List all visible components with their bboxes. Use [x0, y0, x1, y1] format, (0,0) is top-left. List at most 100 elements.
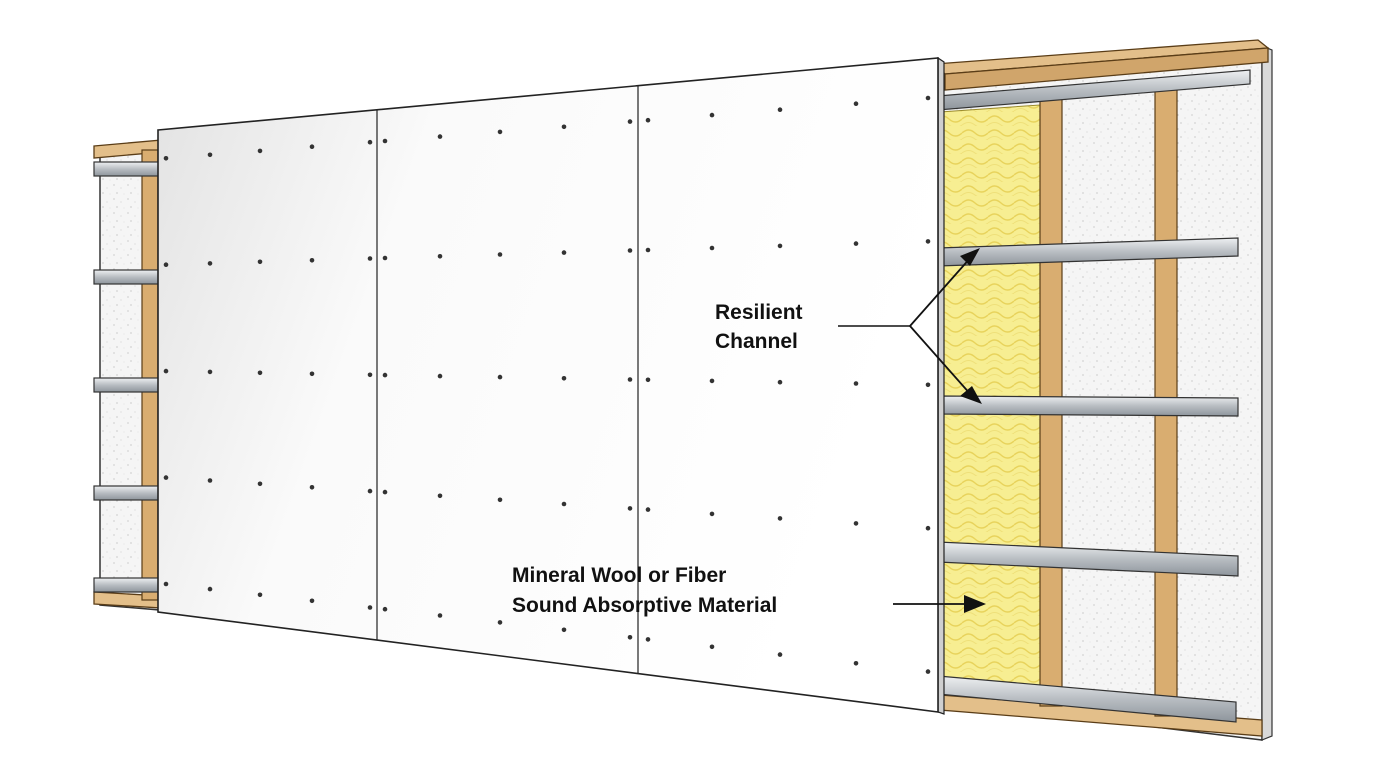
screw-dot	[925, 669, 931, 674]
screw-dot	[163, 262, 169, 268]
screw-dot	[645, 377, 651, 383]
screw-dot	[207, 478, 213, 483]
drywall-sheet	[157, 57, 939, 713]
screw-dot	[925, 239, 931, 244]
screw-dot	[627, 506, 633, 511]
screw-dot	[207, 369, 213, 375]
screw-dot	[853, 241, 859, 246]
screw-dot	[309, 144, 315, 149]
screw-dot	[497, 374, 503, 380]
screw-dot	[437, 493, 443, 499]
screw-dot	[437, 373, 443, 379]
screw-dot	[627, 635, 633, 640]
screw-dot	[853, 521, 859, 526]
drywall-screws	[163, 95, 931, 674]
screw-dot	[777, 516, 783, 521]
screw-dot	[163, 475, 169, 480]
screw-dot	[367, 605, 373, 610]
screw-dot	[382, 138, 388, 144]
top-plate-right-face	[944, 47, 1269, 91]
screw-dot	[709, 245, 715, 251]
screw-dot	[163, 368, 169, 374]
screw-dot	[709, 511, 715, 517]
screw-dot	[257, 481, 263, 487]
screw-dot	[309, 258, 315, 263]
screw-dot	[309, 371, 315, 377]
screw-dot	[207, 261, 213, 266]
screw-dot	[207, 152, 213, 158]
resilient-channels	[93, 69, 1251, 723]
screw-dot	[382, 255, 388, 261]
screw-dot	[367, 372, 373, 378]
screw-dot	[709, 644, 715, 650]
screw-dot	[257, 592, 263, 598]
screw-dot	[853, 101, 859, 106]
stud-left	[141, 149, 159, 601]
screw-dot	[497, 620, 503, 625]
screw-dot	[309, 598, 315, 604]
screw-dot	[437, 134, 443, 139]
screw-dot	[645, 117, 651, 123]
screw-dot	[627, 377, 633, 382]
back-panel-edge	[1261, 45, 1273, 741]
screw-dot	[257, 370, 263, 376]
channel-left-2	[93, 269, 161, 285]
screw-dot	[561, 501, 567, 507]
screw-dot	[437, 253, 443, 259]
wool-label-line1: Mineral Wool or Fiber	[512, 564, 726, 587]
channel-left-5	[93, 577, 161, 593]
screw-dot	[645, 637, 651, 642]
screw-dot	[367, 139, 373, 145]
screw-dot	[645, 507, 651, 512]
screw-dot	[207, 586, 213, 592]
resilient-label-line2: Channel	[715, 330, 798, 353]
screw-dot	[367, 488, 373, 494]
screw-dot	[925, 525, 931, 531]
screw-dot	[309, 485, 315, 490]
resilient-arrow-up-head	[960, 248, 980, 266]
screw-dot	[257, 259, 263, 265]
screw-dot	[382, 372, 388, 378]
wool-label-line2: Sound Absorptive Material	[512, 594, 777, 617]
screw-dot	[645, 247, 651, 253]
screw-dot	[497, 129, 503, 135]
screw-dot	[627, 248, 633, 253]
screw-dot	[777, 243, 783, 249]
screw-dot	[367, 256, 373, 261]
screw-dot	[561, 124, 567, 130]
channel-left-4	[93, 485, 161, 501]
screw-dot	[497, 252, 503, 257]
screw-dot	[382, 489, 388, 495]
screw-dot	[777, 107, 783, 112]
screw-dot	[561, 250, 567, 255]
resilient-channel-callout: Resilient Channel	[715, 248, 982, 404]
screw-dot	[709, 378, 715, 384]
screw-dot	[257, 148, 263, 154]
channel-right-3	[937, 395, 1239, 417]
wool-arrow-head	[964, 595, 986, 613]
screw-dot	[777, 652, 783, 657]
resilient-arrow-down-head	[960, 386, 982, 404]
resilient-arrow-down-shaft	[909, 325, 973, 397]
screw-dot	[437, 613, 443, 618]
screw-dot	[853, 381, 859, 386]
screw-dot	[497, 497, 503, 503]
channel-left-1	[93, 161, 161, 177]
screw-dot	[925, 95, 931, 101]
screw-dot	[709, 112, 715, 118]
screw-dot	[627, 119, 633, 124]
channel-left-3	[93, 377, 161, 393]
mineral-wool-callout: Mineral Wool or Fiber Sound Absorptive M…	[512, 564, 986, 617]
screw-dot	[163, 156, 169, 161]
screw-dot	[163, 581, 169, 587]
resilient-label-line1: Resilient	[715, 301, 803, 324]
screw-dot	[561, 376, 567, 381]
resilient-arrow-up-shaft	[909, 255, 973, 327]
drywall	[157, 56, 945, 715]
screw-dot	[382, 606, 388, 612]
screw-dot	[925, 382, 931, 388]
drywall-edge	[937, 56, 945, 715]
screw-dot	[777, 379, 783, 385]
screw-dot	[561, 627, 567, 633]
